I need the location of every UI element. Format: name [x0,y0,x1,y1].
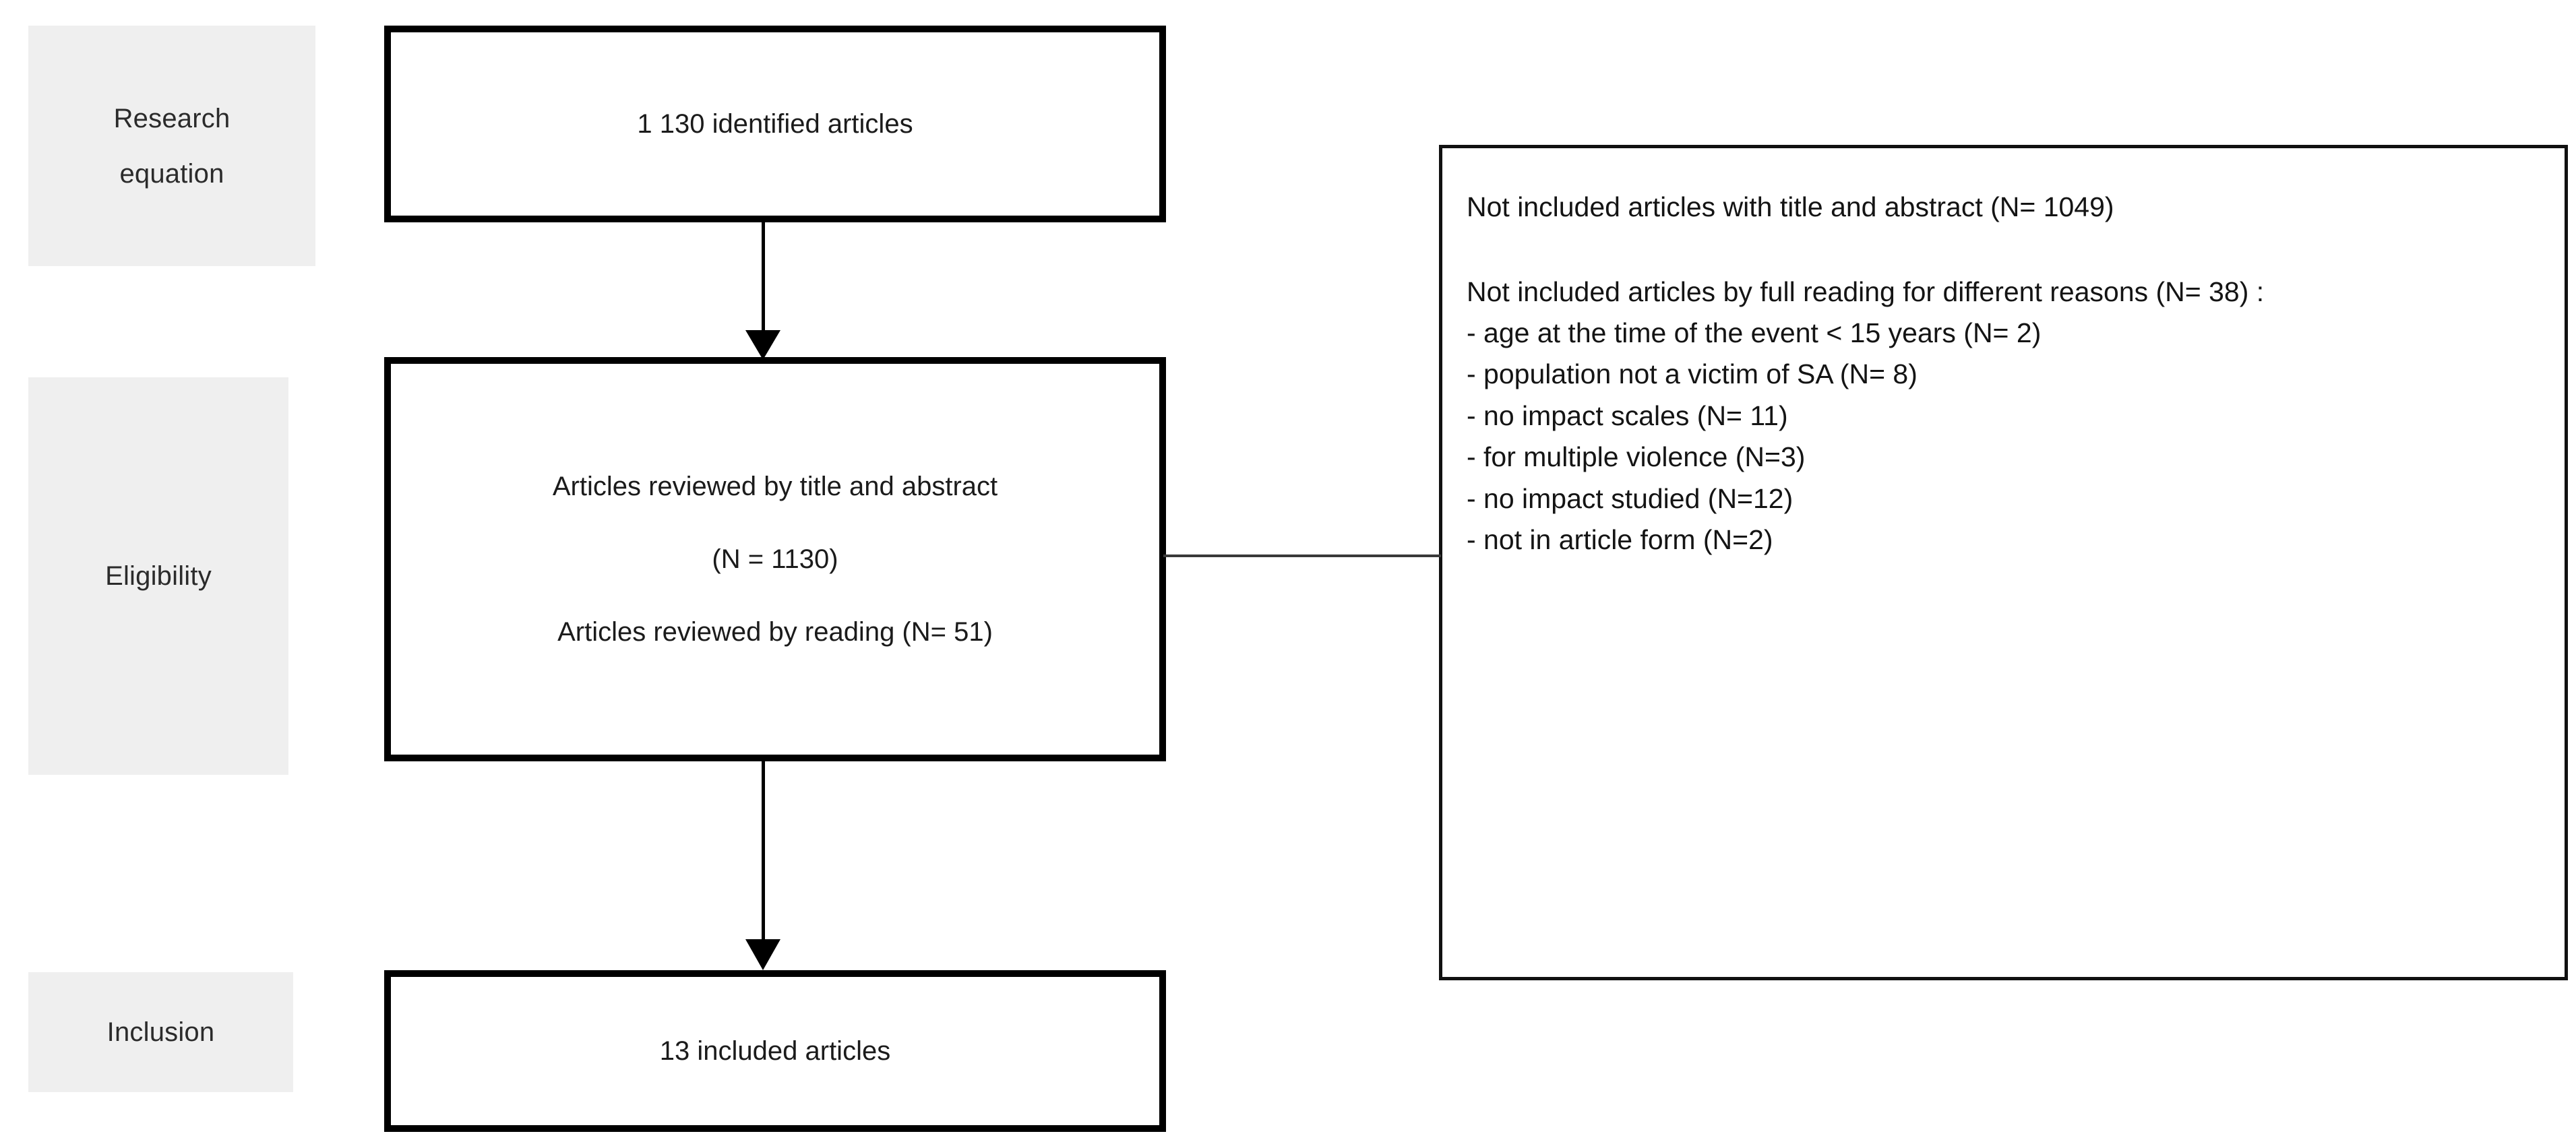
flow-box-line: Articles reviewed by reading (N= 51) [557,617,993,647]
stage-label-line: equation [119,158,224,189]
flow-box-reviewed-articles: Articles reviewed by title and abstract … [384,357,1166,761]
connector-reviewed-to-exclusions [1163,554,1441,557]
exclusions-box: Not included articles with title and abs… [1439,145,2568,980]
exclusions-spacer [1467,228,2544,272]
stage-label-line: Eligibility [105,561,212,591]
flow-box-line: (N = 1130) [712,544,838,574]
exclusion-reason-item: - for multiple violence (N=3) [1467,441,1806,473]
flow-box-line: 1 130 identified articles [637,109,913,139]
flow-box-line: 13 included articles [659,1036,891,1066]
stage-label-inclusion: Inclusion [28,972,293,1092]
exclusion-reason-item: - no impact studied (N=12) [1467,482,1793,514]
arrow-reviewed-to-included-head-icon [745,939,780,970]
exclusion-reason-item: - not in article form (N=2) [1467,524,1773,556]
exclusion-reason-item: - no impact scales (N= 11) [1467,400,1788,431]
arrow-identified-to-reviewed-line [762,222,765,336]
arrow-identified-to-reviewed-head-icon [745,330,780,360]
exclusion-title-abstract-paragraph: Not included articles with title and abs… [1467,191,2114,222]
exclusion-full-reading-heading: Not included articles by full reading fo… [1467,276,2265,307]
flow-box-identified-articles: 1 130 identified articles [384,26,1166,222]
stage-label-line: Research [113,103,231,133]
exclusion-reasons-list: - age at the time of the event < 15 year… [1467,313,2544,561]
stage-label-research-equation: Research equation [28,26,315,266]
flow-box-included-articles: 13 included articles [384,970,1166,1132]
exclusion-reason-item: - age at the time of the event < 15 year… [1467,317,2042,348]
exclusion-reason-item: - population not a victim of SA (N= 8) [1467,358,1918,390]
stage-label-eligibility: Eligibility [28,377,288,775]
stage-label-line: Inclusion [106,1017,215,1047]
arrow-reviewed-to-included-line [762,761,765,945]
flow-box-line: Articles reviewed by title and abstract [552,472,998,501]
